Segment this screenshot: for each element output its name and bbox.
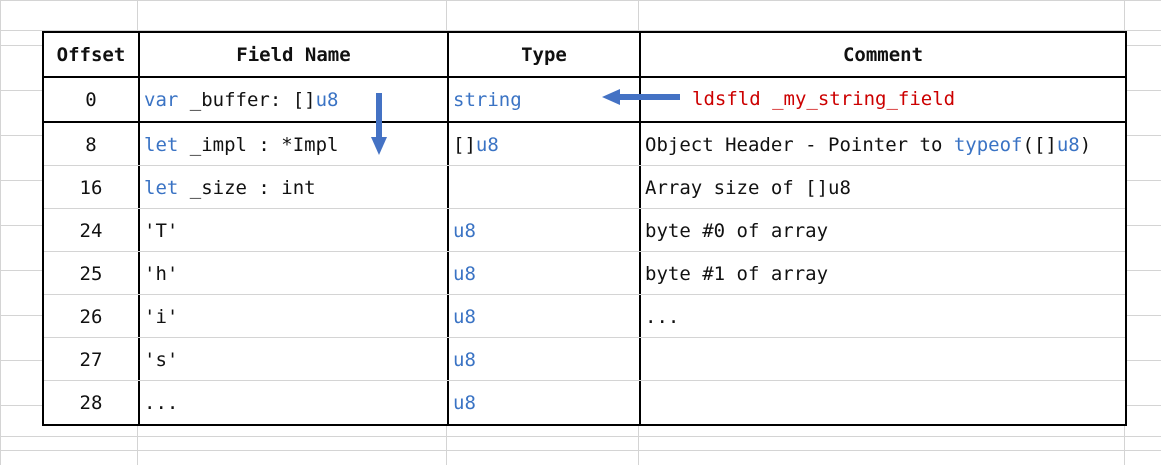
comment-keyword: typeof <box>953 133 1023 156</box>
offset-cell: 26 <box>42 295 140 338</box>
type-cell: u8 <box>447 381 641 426</box>
header-row: Offset Field Name Type Comment <box>42 31 1127 78</box>
type-keyword: u8 <box>453 219 476 242</box>
offset-cell: 0 <box>42 77 140 123</box>
left-arrow-icon <box>602 89 680 105</box>
field-name-cell: 'h' <box>138 252 449 295</box>
keyword: let <box>144 176 179 199</box>
type-cell: u8 <box>447 338 641 381</box>
table-row: 25 'h' u8 byte #1 of array <box>42 252 1127 295</box>
grid-row-line <box>0 30 1161 31</box>
keyword: let <box>144 133 179 156</box>
grid-row-line <box>0 436 1161 437</box>
grid-row-line <box>44 380 1125 381</box>
table-row: 27 's' u8 <box>42 338 1127 381</box>
type-keyword: u8 <box>453 305 476 328</box>
field-text: _impl : *Impl <box>178 133 339 156</box>
comment-cell <box>639 381 1127 426</box>
type-cell: []u8 <box>447 122 641 166</box>
table-row: 8 let _impl : *Impl []u8 Object Header -… <box>42 122 1127 166</box>
field-text: _buffer: [] <box>178 88 316 111</box>
field-name-cell: ... <box>138 381 449 426</box>
type-keyword: u8 <box>315 88 339 111</box>
offset-cell: 16 <box>42 166 140 209</box>
field-name-cell: 's' <box>138 338 449 381</box>
comment-cell: byte #0 of array <box>639 209 1127 252</box>
memory-layout-table: Offset Field Name Type Comment 0 var _bu… <box>42 31 1127 426</box>
grid-row-line <box>44 337 1125 338</box>
keyword: var <box>144 88 179 111</box>
grid-row-line <box>44 294 1125 295</box>
table-row: 16 let _size : int Array size of []u8 <box>42 166 1127 209</box>
table-row: 0 var _buffer: []u8 string <box>42 77 1127 123</box>
type-keyword: u8 <box>475 133 499 156</box>
type-keyword: u8 <box>453 262 476 285</box>
offset-cell: 24 <box>42 209 140 252</box>
offset-cell: 28 <box>42 381 140 426</box>
comment-text: ([] <box>1022 133 1057 156</box>
comment-text: Object Header - Pointer to <box>645 133 954 156</box>
comment-text: ) <box>1079 133 1092 156</box>
comment-cell <box>639 338 1127 381</box>
grid-row-line <box>44 208 1125 209</box>
comment-cell: byte #1 of array <box>639 252 1127 295</box>
field-name-cell: let _size : int <box>138 166 449 209</box>
type-cell: u8 <box>447 252 641 295</box>
type-keyword: u8 <box>453 391 476 414</box>
type-keyword: string <box>453 88 522 111</box>
field-text: _size : int <box>178 176 316 199</box>
type-keyword: u8 <box>453 348 476 371</box>
type-cell: u8 <box>447 295 641 338</box>
ldsfld-annotation: ldsfld _my_string_field <box>692 88 956 110</box>
comment-cell: Object Header - Pointer to typeof([]u8) <box>639 122 1127 166</box>
grid-row-line <box>44 165 1125 166</box>
comment-keyword: u8 <box>1056 133 1080 156</box>
header-field-name: Field Name <box>138 31 449 78</box>
header-type: Type <box>447 31 641 78</box>
offset-cell: 25 <box>42 252 140 295</box>
field-name-cell: let _impl : *Impl <box>138 122 449 166</box>
offset-cell: 27 <box>42 338 140 381</box>
type-cell: u8 <box>447 209 641 252</box>
field-name-cell: 'T' <box>138 209 449 252</box>
field-name-cell: 'i' <box>138 295 449 338</box>
comment-cell: Array size of []u8 <box>639 166 1127 209</box>
type-text: [] <box>453 133 476 156</box>
field-name-cell: var _buffer: []u8 <box>138 77 449 123</box>
type-cell <box>447 166 641 209</box>
comment-cell: ... <box>639 295 1127 338</box>
type-cell: string <box>447 77 641 123</box>
offset-cell: 8 <box>42 122 140 166</box>
comment-cell <box>639 77 1127 123</box>
header-offset: Offset <box>42 31 140 78</box>
table-row: 24 'T' u8 byte #0 of array <box>42 209 1127 252</box>
down-arrow-icon <box>371 93 387 155</box>
grid-row-line <box>44 251 1125 252</box>
table-row: 28 ... u8 <box>42 381 1127 426</box>
table-row: 26 'i' u8 ... <box>42 295 1127 338</box>
header-comment: Comment <box>639 31 1127 78</box>
